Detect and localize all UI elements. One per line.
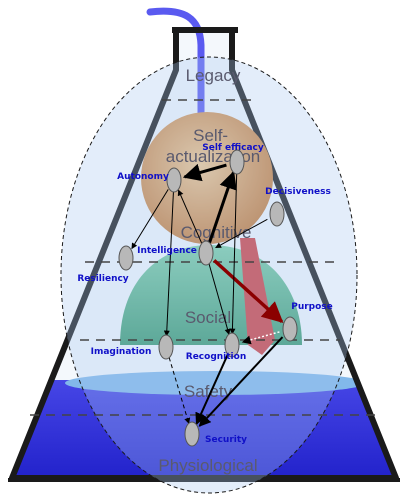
layer-separators bbox=[30, 99, 380, 416]
layer-label-safety: Safety bbox=[184, 382, 233, 401]
node-marker-decisiveness bbox=[269, 201, 285, 227]
hierarchy-ellipse bbox=[60, 56, 358, 494]
node-label-decisiveness: Decisiveness bbox=[265, 187, 331, 197]
node-marker-resiliency bbox=[118, 245, 134, 271]
node-autonomy: Autonomy bbox=[117, 167, 182, 193]
edge-intelligence-to-autonomy bbox=[177, 189, 203, 244]
edge-autonomy-to-imagination bbox=[163, 190, 174, 337]
node-intelligence: Intelligence bbox=[137, 240, 214, 266]
edge-decisiveness-to-intelligence bbox=[215, 218, 268, 249]
node-label-resiliency: Resiliency bbox=[77, 274, 128, 284]
edge-intelligence-to-purpose bbox=[212, 259, 284, 324]
node-marker-self-efficacy bbox=[229, 149, 245, 175]
node-marker-recognition bbox=[224, 332, 240, 358]
edge-intelligence-to-self-efficacy bbox=[208, 170, 237, 244]
edge-self-efficacy-to-autonomy bbox=[182, 163, 227, 182]
layer-label-self-actualization-line1: Self- bbox=[193, 126, 228, 145]
edges bbox=[131, 163, 284, 427]
node-recognition: Recognition bbox=[186, 332, 246, 362]
node-marker-autonomy bbox=[166, 167, 182, 193]
node-label-intelligence: Intelligence bbox=[137, 246, 197, 256]
node-imagination: Imagination bbox=[91, 334, 174, 360]
node-self-efficacy: Self efficacy bbox=[202, 143, 264, 175]
node-label-recognition: Recognition bbox=[186, 352, 246, 362]
edge-intelligence-to-recognition bbox=[208, 263, 231, 335]
nodes: Self efficacyAutonomyDecisivenessIntelli… bbox=[77, 143, 333, 447]
node-label-purpose: Purpose bbox=[291, 302, 333, 312]
layer-label-legacy: Legacy bbox=[186, 66, 241, 85]
node-security: Security bbox=[184, 421, 247, 447]
person-head bbox=[141, 112, 273, 244]
node-label-self-efficacy: Self efficacy bbox=[202, 143, 264, 153]
tube bbox=[146, 7, 205, 119]
layer-label-physiological: Physiological bbox=[158, 456, 257, 475]
node-label-security: Security bbox=[205, 435, 247, 445]
layer-labels: Legacy Self- actualization Cognitive Soc… bbox=[158, 66, 260, 475]
node-marker-purpose bbox=[282, 316, 298, 342]
person-tie bbox=[240, 238, 275, 355]
node-label-imagination: Imagination bbox=[91, 347, 152, 357]
edge-imagination-to-security bbox=[168, 357, 191, 425]
flask-liquid bbox=[12, 380, 395, 478]
node-marker-security bbox=[184, 421, 200, 447]
edge-recognition-to-security bbox=[195, 354, 229, 426]
node-decisiveness: Decisiveness bbox=[265, 187, 331, 227]
node-label-autonomy: Autonomy bbox=[117, 172, 169, 182]
edge-self-efficacy-to-recognition bbox=[229, 172, 238, 335]
node-resiliency: Resiliency bbox=[77, 245, 134, 284]
person-figure bbox=[120, 112, 302, 355]
edge-purpose-to-security bbox=[198, 336, 284, 427]
node-marker-imagination bbox=[158, 334, 174, 360]
node-purpose: Purpose bbox=[282, 302, 333, 342]
node-marker-intelligence bbox=[198, 240, 214, 266]
edge-autonomy-to-resiliency bbox=[131, 189, 169, 250]
layer-label-social: Social bbox=[185, 308, 231, 327]
